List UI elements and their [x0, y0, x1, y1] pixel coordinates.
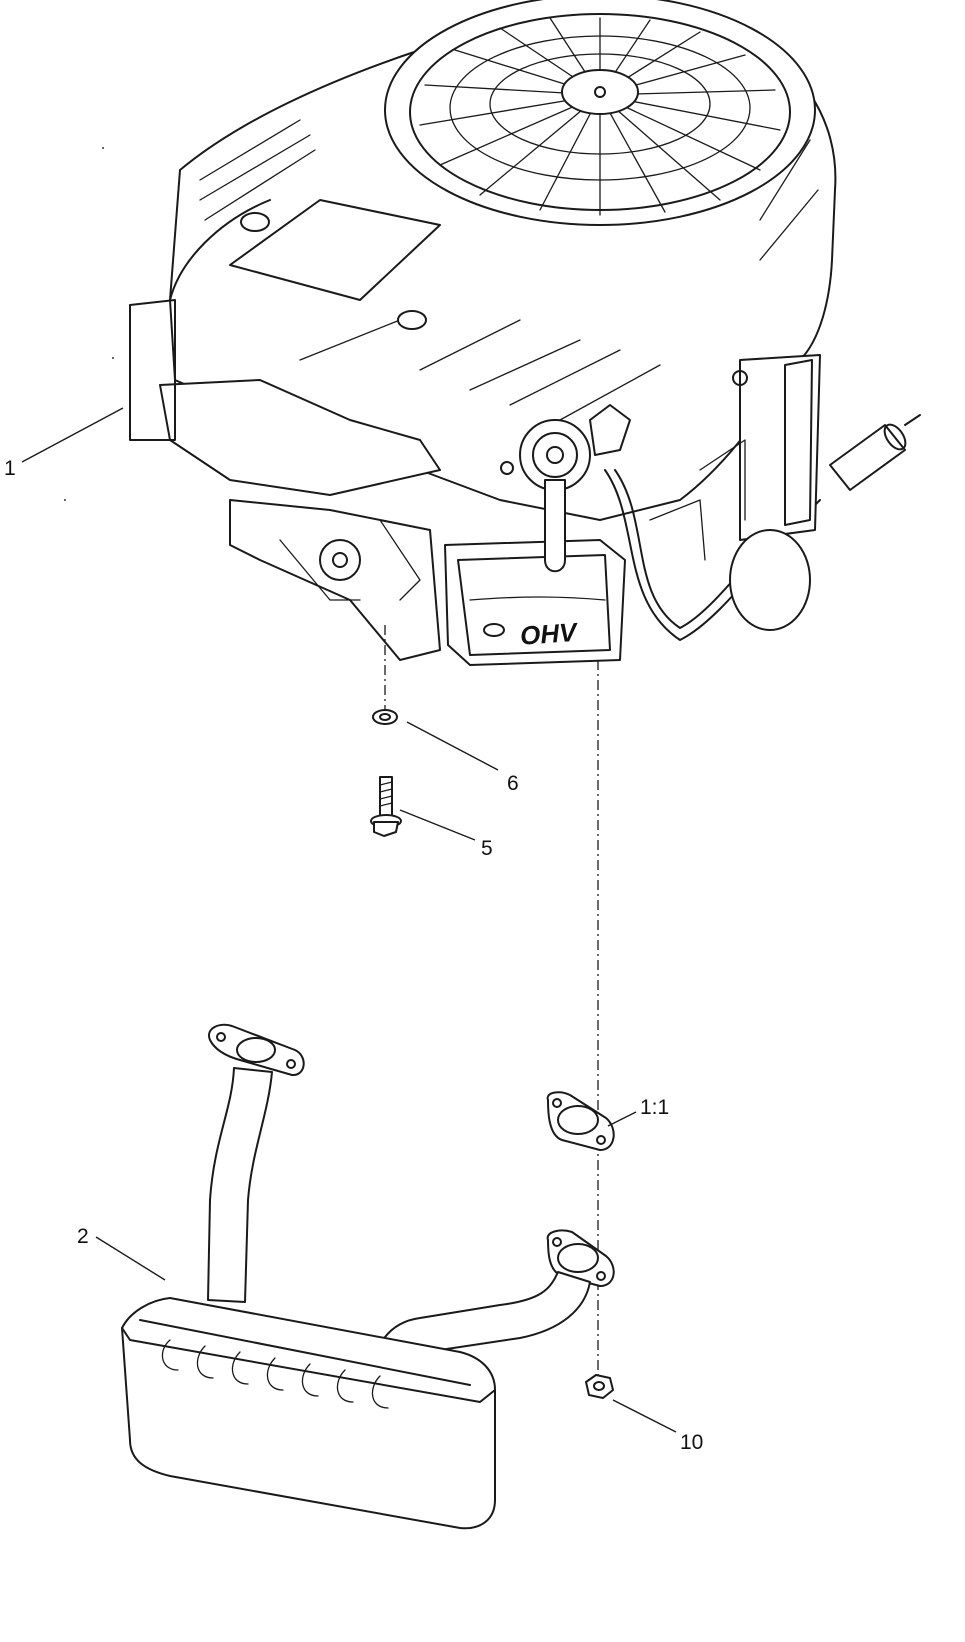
engine-assembly: OHV — [129, 0, 921, 666]
stray-dot — [112, 357, 114, 359]
nut-part — [585, 1374, 614, 1399]
leader-muffler — [95, 1236, 166, 1281]
callout-muffler: 2 — [77, 1225, 89, 1248]
fuel-filter — [829, 414, 921, 491]
leader-nut — [612, 1399, 677, 1433]
callout-bolt: 5 — [481, 837, 493, 860]
leader-bolt — [399, 809, 476, 841]
stray-dot — [102, 147, 104, 149]
washer-part — [372, 709, 398, 725]
stray-dot — [64, 499, 66, 501]
callout-nut: 10 — [680, 1431, 703, 1454]
engine-logo: OHV — [519, 617, 580, 651]
leader-engine — [21, 407, 124, 463]
callout-washer: 6 — [507, 772, 519, 795]
bolt-part — [370, 776, 402, 837]
muffler-assembly — [121, 1023, 615, 1530]
leader-gasket — [607, 1111, 637, 1127]
gasket-part — [546, 1091, 615, 1151]
leader-washer — [406, 721, 499, 771]
callout-engine: 1 — [4, 457, 16, 480]
callout-gasket: 1:1 — [640, 1096, 669, 1119]
